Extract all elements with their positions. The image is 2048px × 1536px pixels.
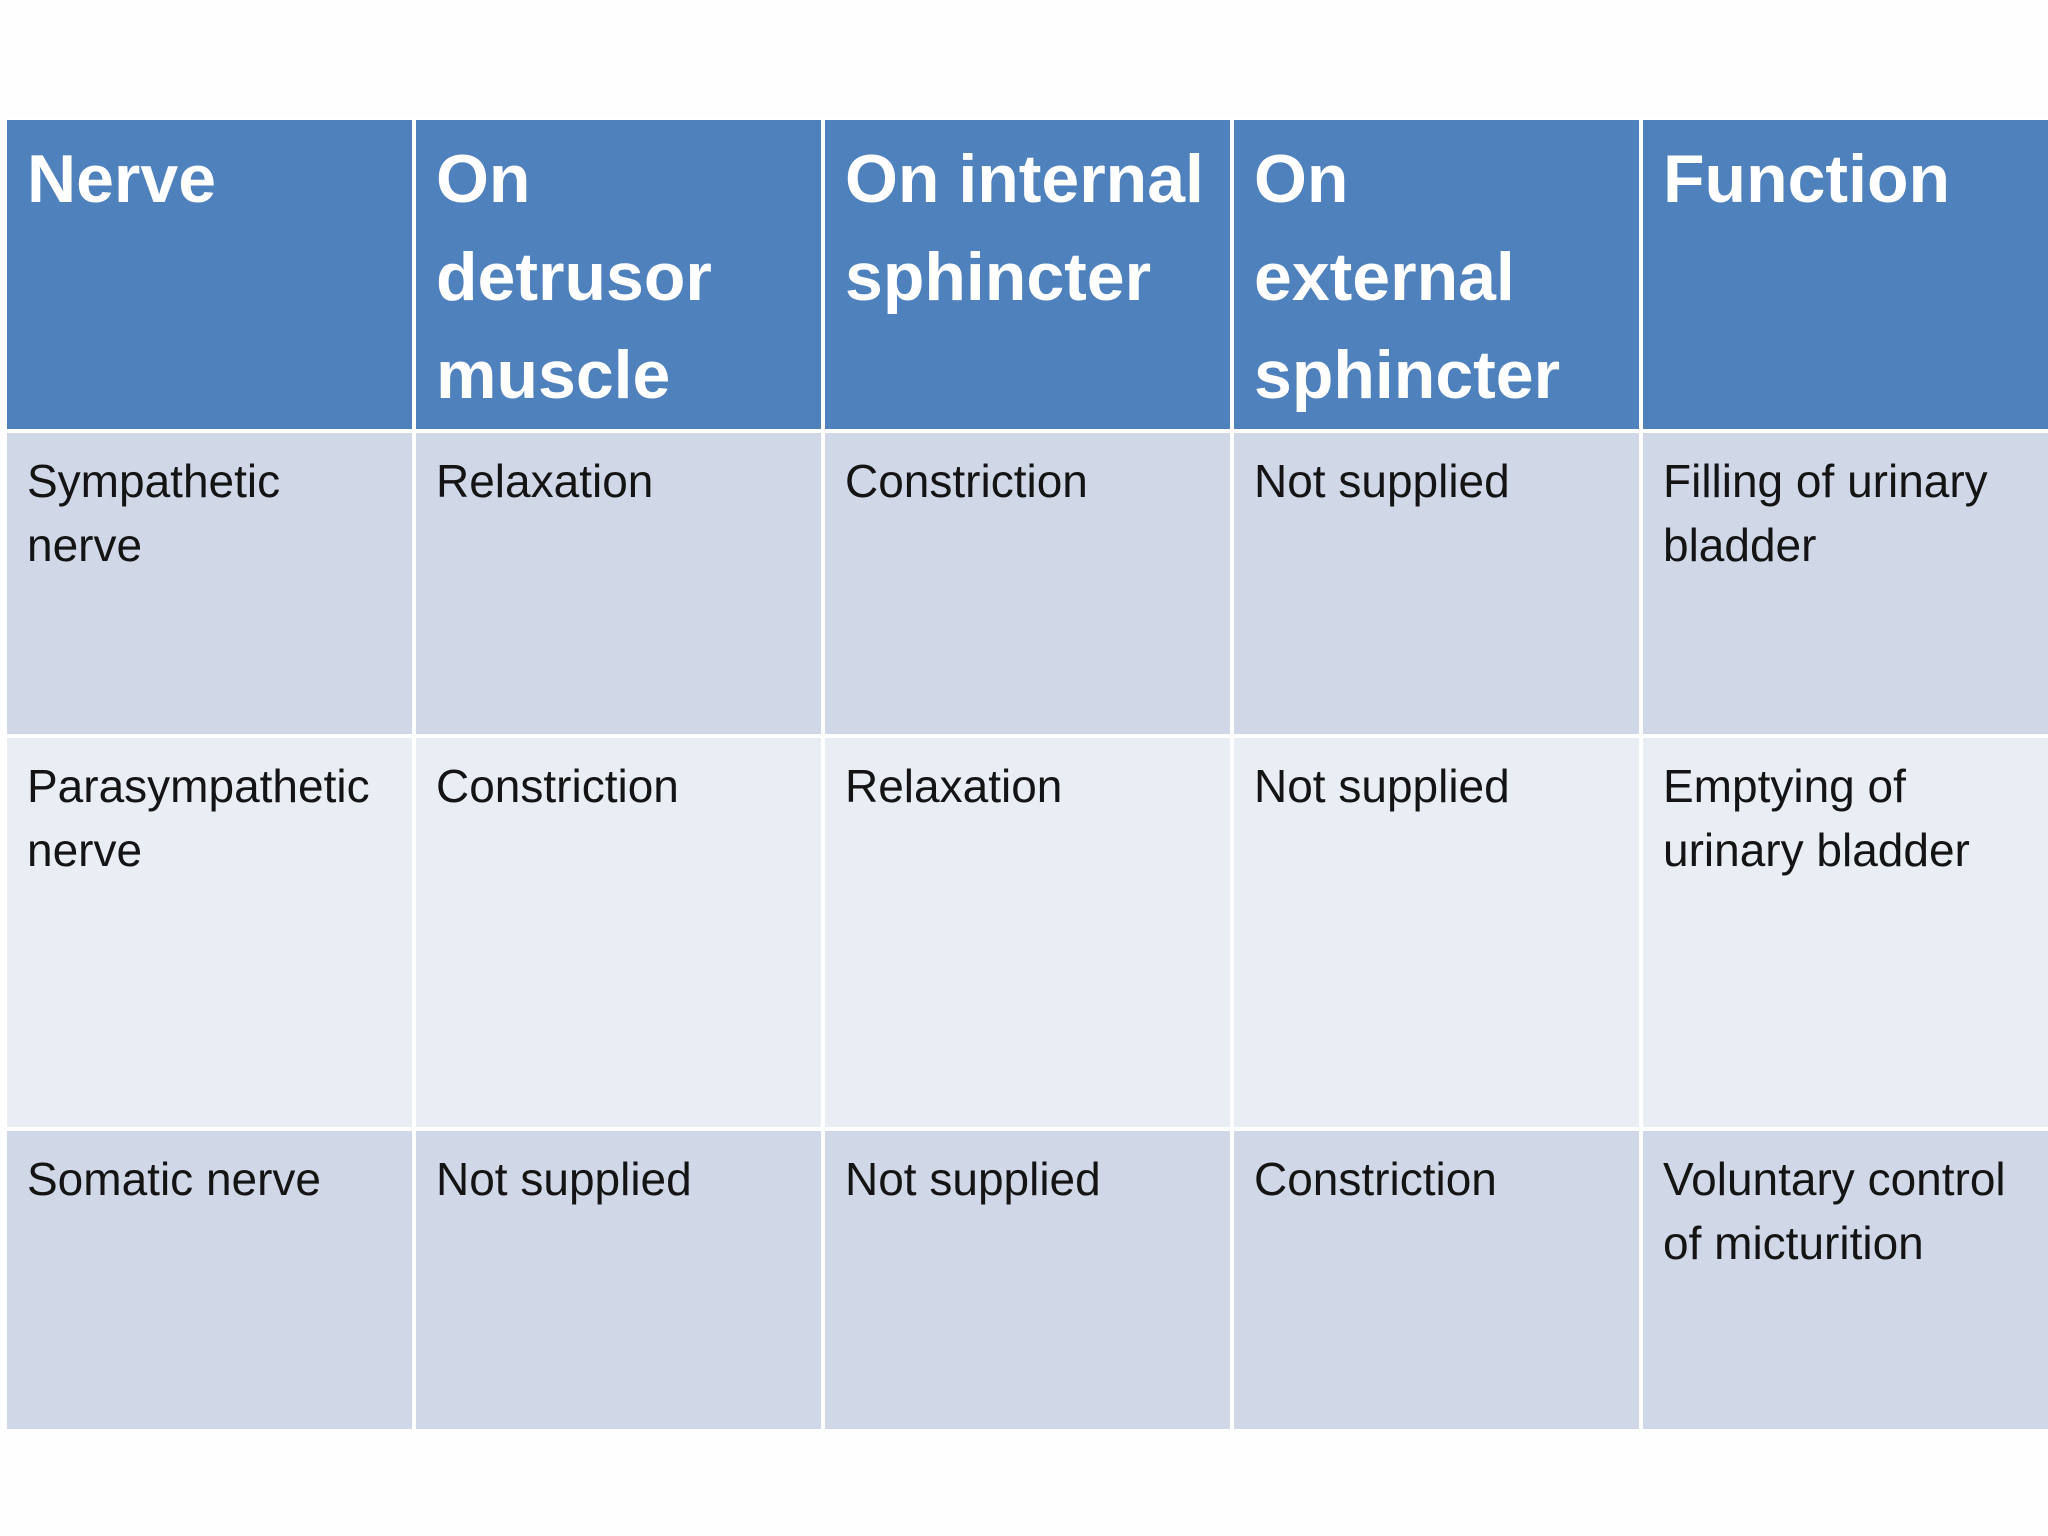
table-cell: Not supplied <box>412 1127 825 1433</box>
header-detrusor-muscle: On detrusor muscle <box>412 116 825 433</box>
table-cell: Constriction <box>1230 1127 1643 1433</box>
header-internal-sphincter: On internal sphincter <box>821 116 1234 433</box>
table-row-somatic: Somatic nerve Not supplied Not supplied … <box>3 1127 2048 1433</box>
table-cell: Voluntary control of micturition <box>1639 1127 2048 1433</box>
table-row-sympathetic: Sympathetic nerve Relaxation Constrictio… <box>3 429 2048 738</box>
table-cell: Sympathetic nerve <box>3 429 416 738</box>
table-cell: Emptying of urinary bladder <box>1639 734 2048 1131</box>
header-nerve: Nerve <box>3 116 416 433</box>
header-external-sphincter: On external sphincter <box>1230 116 1643 433</box>
table-cell: Filling of urinary bladder <box>1639 429 2048 738</box>
table-cell: Not supplied <box>1230 429 1643 738</box>
table-cell: Constriction <box>412 734 825 1131</box>
table-cell: Somatic nerve <box>3 1127 416 1433</box>
table-cell: Relaxation <box>412 429 825 738</box>
table-cell: Not supplied <box>821 1127 1234 1433</box>
table-cell: Not supplied <box>1230 734 1643 1131</box>
table-row-parasympathetic: Parasympathetic nerve Constriction Relax… <box>3 734 2048 1131</box>
table-header-row: Nerve On detrusor muscle On internal sph… <box>3 116 2048 433</box>
table-cell: Parasympathetic nerve <box>3 734 416 1131</box>
header-function: Function <box>1639 116 2048 433</box>
table-cell: Relaxation <box>821 734 1234 1131</box>
table-cell: Constriction <box>821 429 1234 738</box>
nerve-function-table: Nerve On detrusor muscle On internal sph… <box>3 116 2048 1433</box>
